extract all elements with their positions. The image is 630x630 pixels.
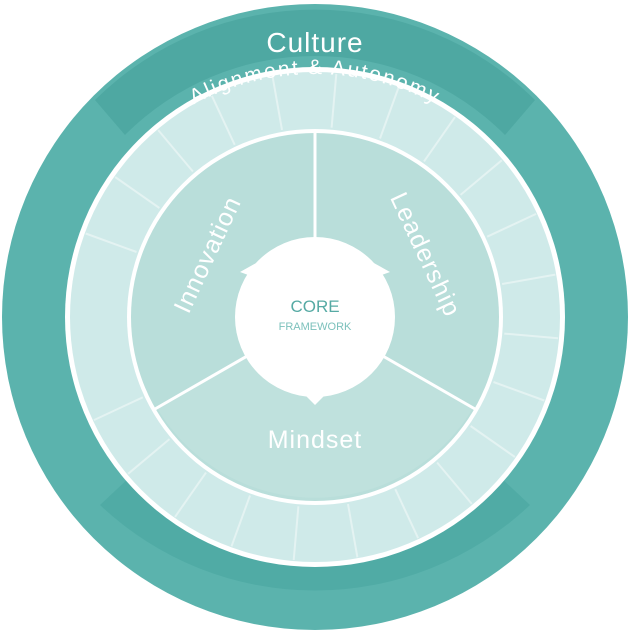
ring-tick xyxy=(504,332,559,340)
culture-ring-top-band xyxy=(95,9,535,136)
ring-tick xyxy=(379,87,400,139)
ring-tick xyxy=(127,438,171,475)
ring-tick xyxy=(93,396,144,422)
core-circle xyxy=(235,237,395,397)
ring-tick xyxy=(271,76,283,131)
mindset-segment xyxy=(157,317,473,498)
core-hub: CORE FRAMEWORK xyxy=(235,237,395,405)
ring-tick xyxy=(157,129,194,173)
ring-tick xyxy=(436,461,473,505)
ring-tick xyxy=(330,73,338,128)
ring-tick xyxy=(493,381,545,402)
ring-tick xyxy=(486,212,537,238)
ring-tick xyxy=(459,159,503,196)
core-title: CORE xyxy=(290,297,339,316)
culture-ring-bottom-band xyxy=(100,475,530,591)
ring-tick xyxy=(423,116,456,162)
ring-tick xyxy=(210,95,236,146)
culture-label: Culture xyxy=(266,27,363,58)
alignment-ring-ticks xyxy=(85,73,559,561)
ring-tick xyxy=(347,503,359,558)
ring-tick xyxy=(501,273,556,285)
ring-tick xyxy=(114,176,160,209)
core-subtitle: FRAMEWORK xyxy=(279,321,352,333)
ring-tick xyxy=(292,506,300,561)
ring-tick xyxy=(470,425,516,458)
ring-tick xyxy=(85,232,137,253)
mindset-label: Mindset xyxy=(268,426,363,454)
ring-tick xyxy=(394,488,420,539)
ring-tick xyxy=(174,472,207,518)
core-notch-bottom xyxy=(305,395,325,405)
ring-tick xyxy=(230,495,251,547)
